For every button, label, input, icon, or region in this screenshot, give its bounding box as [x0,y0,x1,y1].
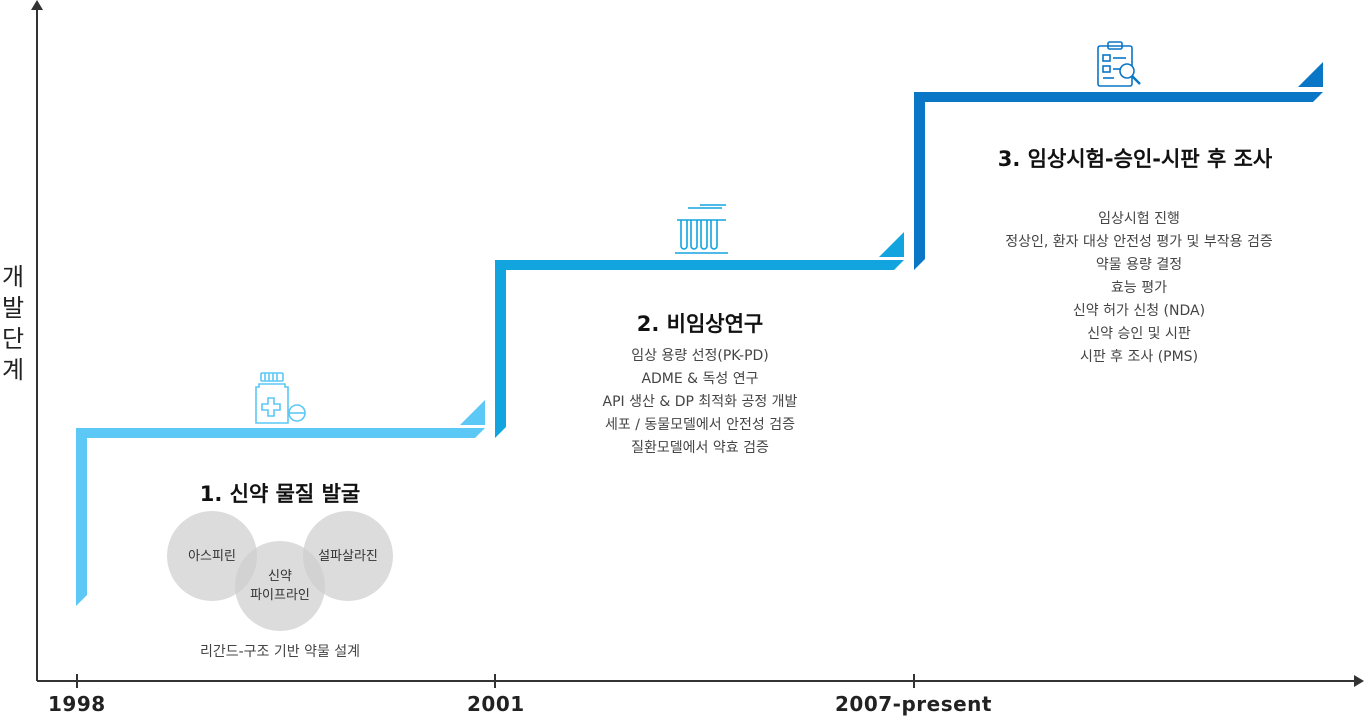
y-axis-arrow [31,0,43,10]
y-axis-label-char: 개 [1,263,25,291]
stage-1-caption: 리간드-구조 기반 약물 설계 [199,644,361,660]
timeline-label-2007-present: 2007-present [835,692,992,716]
stage-1-step [76,400,485,606]
y-axis-label: 개 발 단 계 [0,262,26,386]
timeline-label-2001: 2001 [467,692,525,716]
stage-2-item: 질환모델에서 약효 검증 [631,440,769,456]
circle-pipeline: 신약 파이프라인 [235,541,325,631]
stage-2-item: 임상 용량 선정(PK-PD) [631,348,769,364]
stage-3-item: 효능 평가 [1111,280,1167,296]
stage-3-items: 임상시험 진행 정상인, 환자 대상 안전성 평가 및 부작용 검증 약물 용량… [935,208,1343,369]
stage-2-step [495,232,904,438]
circle-pipeline-label: 신약 파이프라인 [250,569,310,603]
stage-3-item: 약물 용량 결정 [1095,257,1183,273]
y-axis-label-char: 계 [1,356,25,384]
circle-aspirin-label: 아스피린 [188,548,236,564]
test-tubes-icon [675,204,728,254]
stage-2-title: 2. 비임상연구 [636,312,764,336]
stage-1-title: 1. 신약 물질 발굴 [199,482,361,506]
stage-3-item: 임상시험 진행 [1098,211,1180,227]
stage-3-title: 3. 임상시험-승인-시판 후 조사 [997,147,1273,171]
circle-sulfasalazine-label: 설파살라진 [318,548,378,564]
y-axis-label-char: 단 [1,325,25,353]
stage-3-item: 시판 후 조사 (PMS) [1079,349,1199,365]
medicine-bottle-icon [255,372,306,424]
stage-2-items: 임상 용량 선정(PK-PD) ADME & 독성 연구 API 생산 & DP… [540,345,860,460]
stage-2-item: 세포 / 동물모델에서 안전성 검증 [605,417,795,433]
timeline-label-1998: 1998 [48,692,106,716]
y-axis-label-char: 발 [1,294,25,322]
stage-3-item: 신약 승인 및 시판 [1087,326,1191,342]
stage-3-step [914,62,1323,270]
stage-2-item: ADME & 독성 연구 [641,371,759,387]
clipboard-search-icon [1097,41,1141,87]
stage-3-item: 정상인, 환자 대상 안전성 평가 및 부작용 검증 [1005,234,1273,250]
stage-3-item: 신약 허가 신청 (NDA) [1072,303,1206,319]
x-axis-arrow [1354,675,1364,687]
stage-2-item: API 생산 & DP 최적화 공정 개발 [602,394,798,410]
